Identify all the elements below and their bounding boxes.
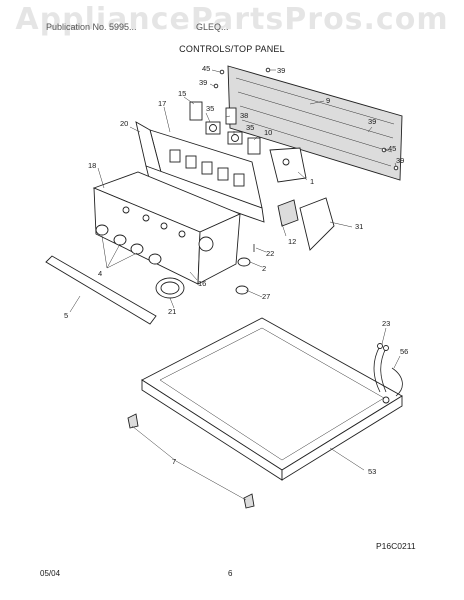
page-number: 6 (228, 569, 233, 578)
model-code: GLEQ... (196, 22, 229, 32)
leader-lines (69, 69, 401, 501)
callout-16: 16 (198, 279, 206, 288)
callout-23: 23 (382, 319, 390, 328)
callout-38: 38 (240, 111, 248, 120)
model-line: Publication No. 5995... (46, 22, 137, 32)
callout-22: 22 (266, 249, 274, 258)
callout-39-top-left: 39 (199, 78, 207, 87)
part-27-bumper (235, 285, 249, 295)
callout-39-top-right: 39 (277, 66, 285, 75)
watermark: AppliancePartsPros.com (15, 2, 449, 37)
callout-9: 9 (326, 96, 330, 105)
callout-12: 12 (288, 237, 296, 246)
part-17-console-frame (135, 121, 265, 223)
callout-39-right: 39 (368, 117, 376, 126)
screws-39-45 (213, 67, 399, 171)
callout-27: 27 (262, 292, 270, 301)
part-35-knob-switch-b (227, 131, 243, 145)
callout-45-top: 45 (202, 64, 210, 73)
callout-2: 2 (262, 264, 266, 273)
callout-35-upper: 35 (206, 104, 214, 113)
part-15-switch (189, 101, 203, 121)
callout-17: 17 (158, 99, 166, 108)
callout-56: 56 (400, 347, 408, 356)
figure-code: P16C0211 (376, 541, 416, 551)
callout-7: 7 (172, 457, 176, 466)
part-10-switch (247, 137, 261, 155)
part-5-trim-strip (45, 255, 157, 325)
callout-45-right: 45 (388, 144, 396, 153)
callout-39-lower-right: 39 (396, 156, 404, 165)
callout-5: 5 (64, 311, 68, 320)
part-1-control-board (269, 147, 307, 183)
callout-31: 31 (355, 222, 363, 231)
callout-18: 18 (88, 161, 96, 170)
callout-35-lower: 35 (246, 123, 254, 132)
callout-53: 53 (368, 467, 376, 476)
part-56-power-cord (391, 367, 403, 397)
part-31-end-cap (277, 197, 335, 251)
part-53-top-panel (141, 317, 403, 481)
part-7-hinges (127, 413, 255, 509)
callout-labels: 45 39 39 9 39 45 39 15 17 35 38 35 10 20… (64, 64, 408, 476)
page-title: CONTROLS/TOP PANEL (179, 44, 285, 54)
callout-4: 4 (98, 269, 102, 278)
callout-10: 10 (264, 128, 272, 137)
part-38-switch (225, 107, 237, 125)
part-4-knobs (95, 224, 162, 265)
footer-date: 05/04 (40, 569, 61, 578)
callout-15: 15 (178, 89, 186, 98)
callout-1: 1 (310, 177, 314, 186)
part-9-back-panel (227, 65, 403, 181)
callout-21: 21 (168, 307, 176, 316)
callout-20: 20 (120, 119, 128, 128)
part-2-spacer (237, 257, 251, 267)
part-21-dial-ring (155, 277, 185, 299)
part-23-wire-harness (373, 343, 389, 393)
part-18-control-panel (92, 171, 242, 285)
part-35-knob-switch-a (205, 121, 221, 135)
